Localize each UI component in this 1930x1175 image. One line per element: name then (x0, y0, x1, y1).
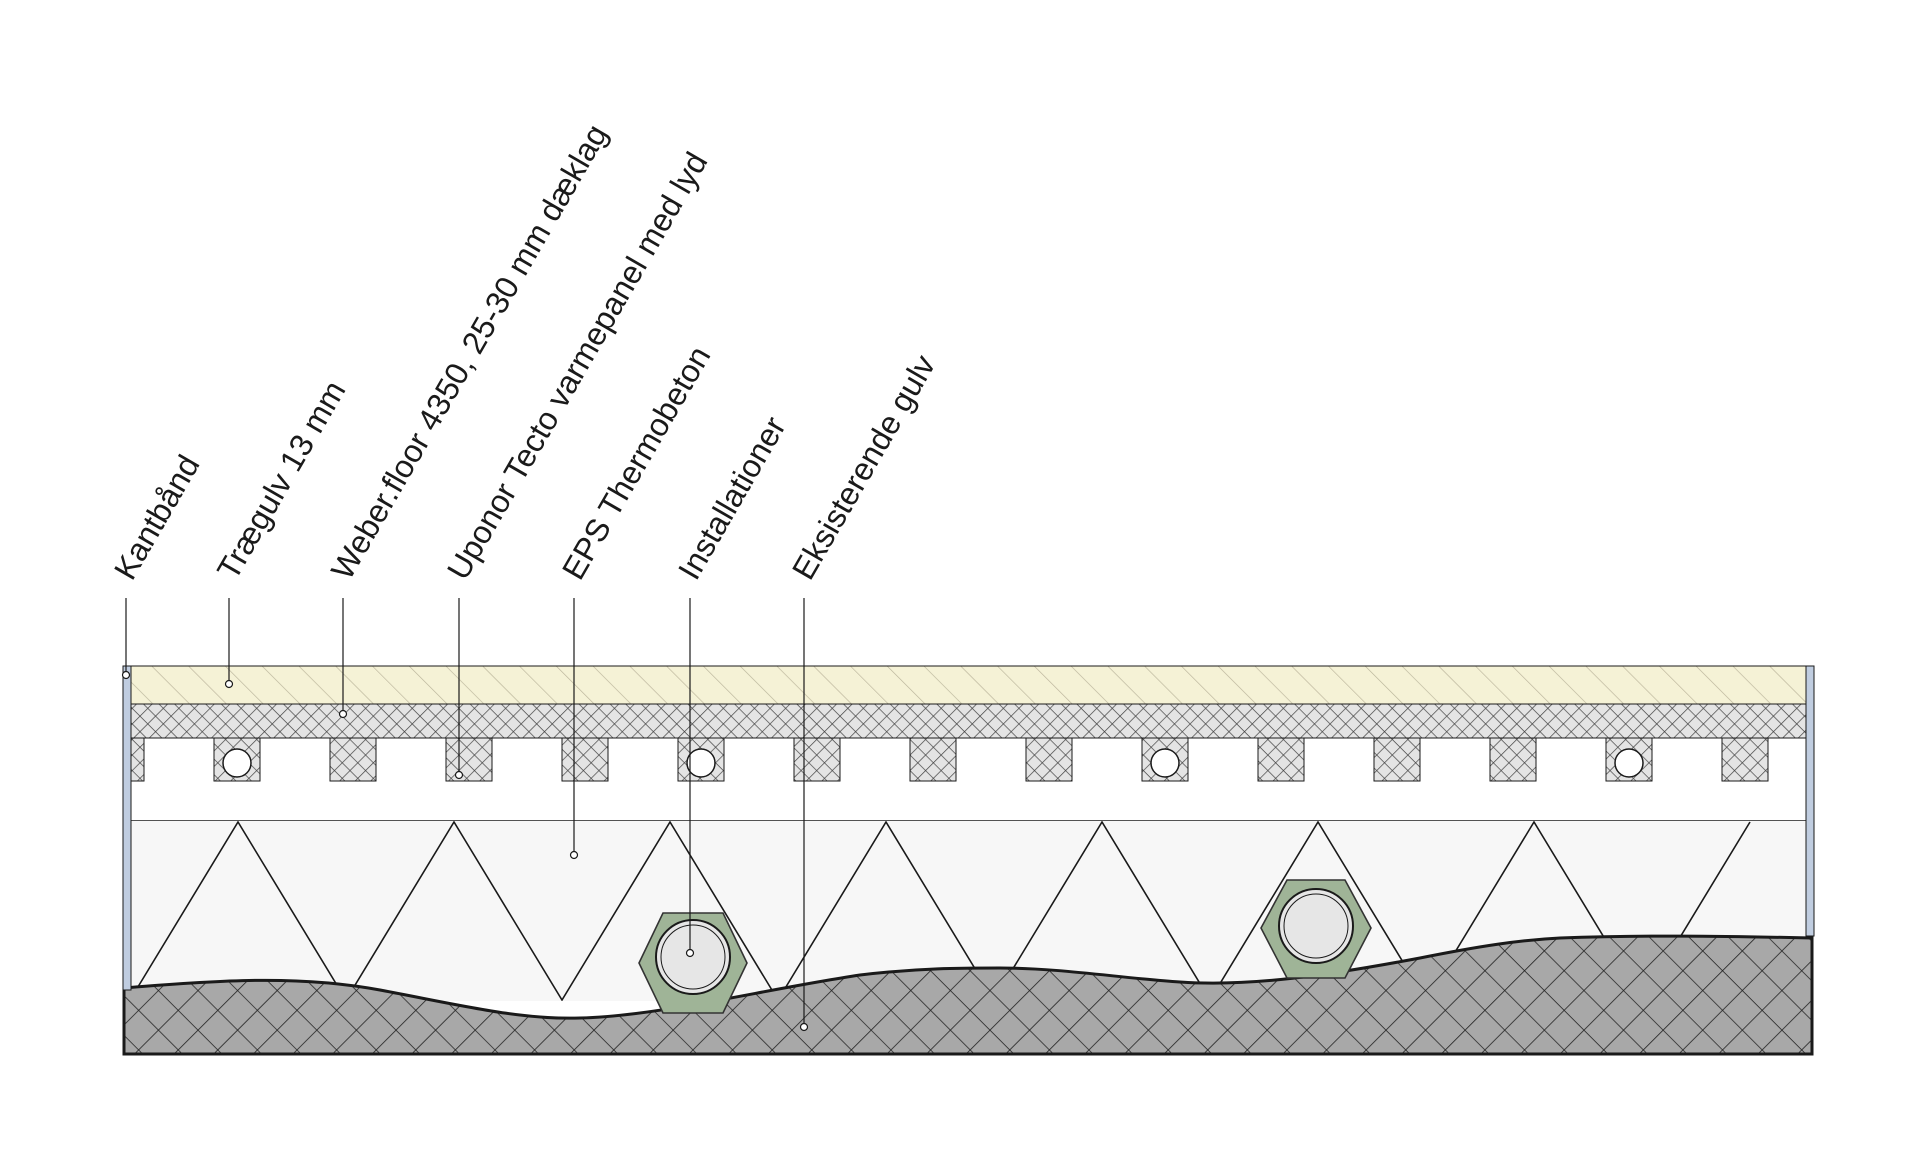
edge-strip-left (122, 665, 132, 991)
installation-pipe-2 (1260, 879, 1372, 979)
label-eksisterende: Eksisterende gulv (785, 349, 942, 586)
layer-labels: Kantbånd Trægulv 13 mm Weber.floor 4350,… (107, 118, 942, 585)
panel-boss (1489, 737, 1537, 782)
panel-boss (1721, 737, 1769, 782)
leader-lines (121, 598, 809, 1032)
existing-floor-layer (122, 934, 1814, 1056)
label-installationer: Installationer (671, 410, 793, 585)
heating-pipe (686, 748, 716, 778)
heating-pipe (1614, 748, 1644, 778)
panel-boss (129, 737, 145, 782)
heating-pipe (222, 748, 252, 778)
installation-pipe-1 (638, 912, 748, 1014)
panel-boss (1373, 737, 1421, 782)
edge-strip-right (1805, 665, 1815, 937)
panel-boss (909, 737, 957, 782)
panel-boss (329, 737, 377, 782)
wood-floor-layer (129, 665, 1807, 705)
panel-bosses (129, 737, 1769, 782)
panel-boss (561, 737, 609, 782)
panel-boss (1025, 737, 1073, 782)
eps-zigzag (130, 821, 1751, 1001)
label-kantbaand: Kantbånd (107, 449, 207, 586)
panel-boss (793, 737, 841, 782)
panel-boss (1257, 737, 1305, 782)
heating-pipe (1150, 748, 1180, 778)
screed-layer (129, 703, 1807, 782)
panel-boss (445, 737, 493, 782)
